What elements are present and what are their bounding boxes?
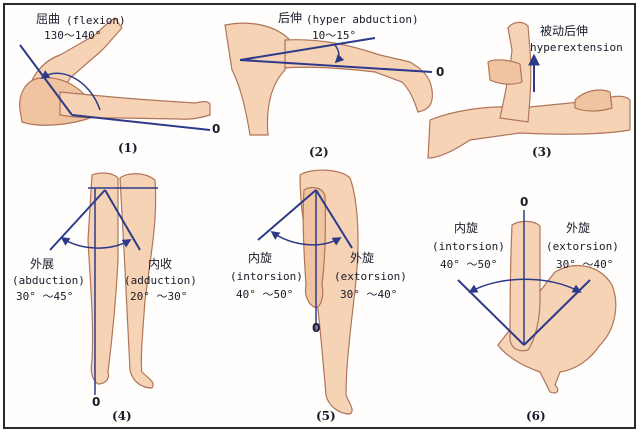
panel-3-title-cn: 被动后伸 <box>540 25 588 38</box>
panel-1-zero-mark: 0 <box>212 123 220 136</box>
panel-6-rotation-illustration <box>458 210 616 393</box>
panel-6-right-en: (extorsion) <box>546 240 619 253</box>
panel-5-left-range: 40° ～50° <box>236 288 293 301</box>
panel-5-rotating-leg <box>303 188 325 308</box>
panel-6-number: (6) <box>526 410 546 423</box>
panel-3-examiner-hand-2 <box>575 90 612 111</box>
panel-5-right-cn: 外旋 <box>350 252 374 265</box>
panel-5-number: (5) <box>316 410 336 423</box>
panel-6-left-en: (intorsion) <box>432 240 505 253</box>
panel-6-left-range: 40° ～50° <box>440 258 497 271</box>
panel-6-right-cn: 外旋 <box>566 222 590 235</box>
panel-2-zero-mark: 0 <box>436 66 444 79</box>
panel-2-title-cn: 后伸 <box>278 12 302 25</box>
panel-4-left-cn: 外展 <box>30 258 54 271</box>
panel-4-right-range: 20° ～30° <box>130 290 187 303</box>
panel-5-left-en: (intorsion) <box>230 270 303 283</box>
panel-1-title-cn: 屈曲 <box>36 13 60 26</box>
panel-6-left-cn: 内旋 <box>454 222 478 235</box>
panel-3-title-en: hyperextension <box>530 41 623 54</box>
panel-6-right-range: 30° ～40° <box>556 258 613 271</box>
panel-2-title-en: (hyper abduction) <box>306 13 419 26</box>
panel-2-number: (2) <box>309 146 329 159</box>
panel-2-extended-leg <box>285 40 432 112</box>
panel-4-left-range: 30° ～45° <box>16 290 73 303</box>
panel-6-zero-mark: 0 <box>520 196 528 209</box>
panel-4-right-cn: 内收 <box>148 258 172 271</box>
panel-5-right-en: (extorsion) <box>334 270 407 283</box>
panel-5-right-range: 30° ～40° <box>340 288 397 301</box>
panel-3-examiner-hand <box>488 60 522 84</box>
panel-3-number: (3) <box>532 146 552 159</box>
panel-6-leg <box>510 221 540 350</box>
panel-4-right-en: (adduction) <box>124 274 197 287</box>
panel-4-number: (4) <box>112 410 132 423</box>
panel-5-zero-mark: 0 <box>312 322 320 335</box>
panel-4-zero-mark: 0 <box>92 396 100 409</box>
panel-5-left-cn: 内旋 <box>248 252 272 265</box>
panel-1-title-en: (flexion) <box>66 14 126 27</box>
panel-2-range: 10～15° <box>312 29 356 42</box>
panel-4-left-en: (abduction) <box>12 274 85 287</box>
panel-1-number: (1) <box>118 142 138 155</box>
panel-1-range: 130～140° <box>44 29 101 42</box>
panel-2-standing-leg <box>225 23 290 135</box>
